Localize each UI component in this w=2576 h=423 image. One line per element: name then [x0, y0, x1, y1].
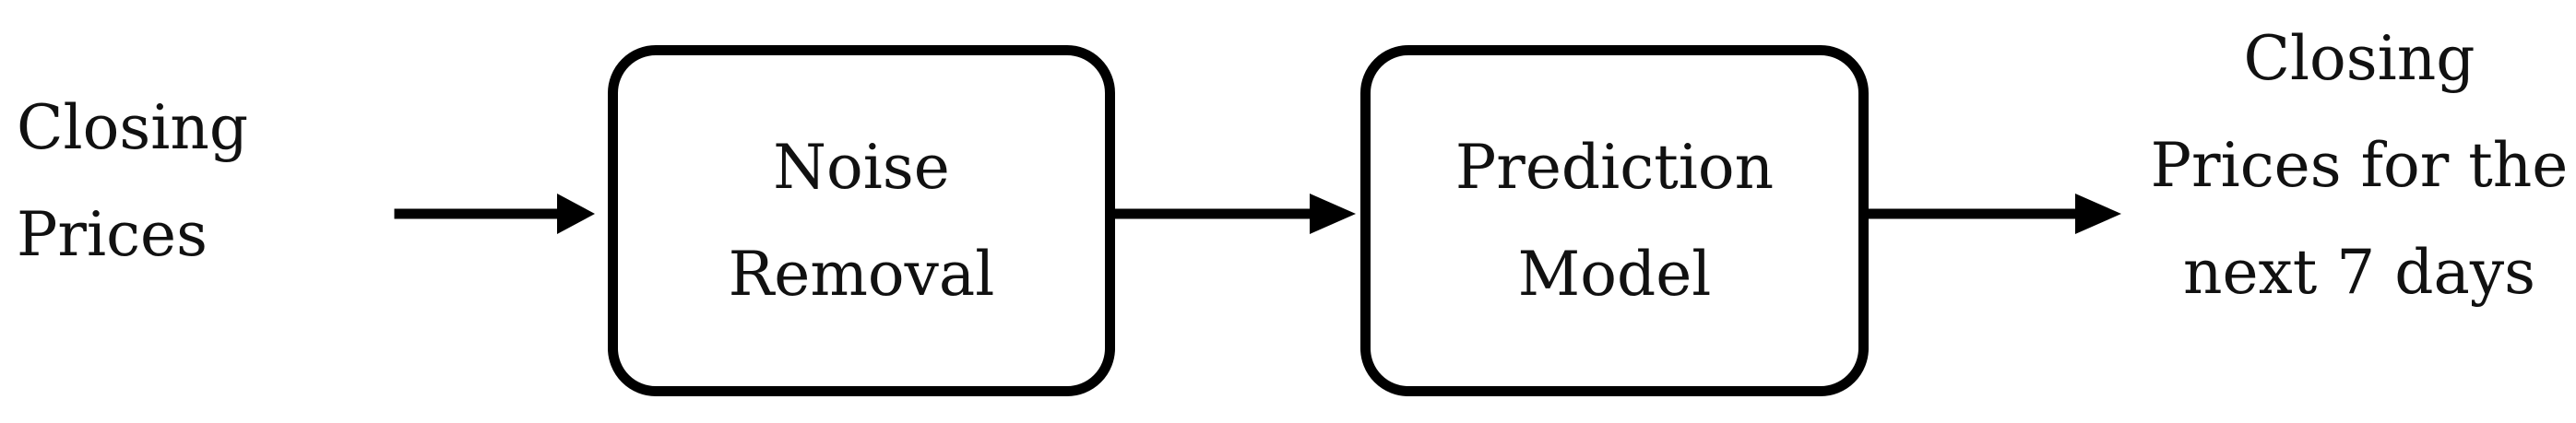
arrow-input-head-icon — [557, 194, 595, 234]
output-label-line: Prices for the — [2150, 130, 2569, 201]
output-label: Closing Prices for the next 7 days — [2149, 6, 2570, 326]
noise-removal-line: Noise — [773, 131, 950, 203]
output-label-line: Closing — [2243, 23, 2475, 94]
noise-removal-line: Removal — [728, 238, 995, 310]
noise-removal-box: Noise Removal — [608, 45, 1115, 396]
arrow-prediction-model-to-output — [1863, 194, 2121, 234]
arrow-input-to-noise-removal — [394, 194, 595, 234]
input-label-line: Closing — [17, 92, 249, 163]
arrow-middle-head-icon — [1310, 194, 1356, 234]
prediction-model-text: Prediction Model — [1371, 114, 1858, 328]
arrow-output-head-icon — [2075, 194, 2121, 234]
arrow-noise-removal-to-prediction-model — [1110, 194, 1356, 234]
input-label: Closing Prices — [17, 75, 248, 288]
prediction-model-line: Prediction — [1454, 131, 1775, 203]
output-label-line: next 7 days — [2182, 237, 2535, 308]
prediction-model-line: Model — [1517, 238, 1712, 310]
noise-removal-text: Noise Removal — [618, 114, 1105, 328]
input-label-line: Prices — [17, 199, 208, 270]
prediction-model-box: Prediction Model — [1360, 45, 1869, 396]
